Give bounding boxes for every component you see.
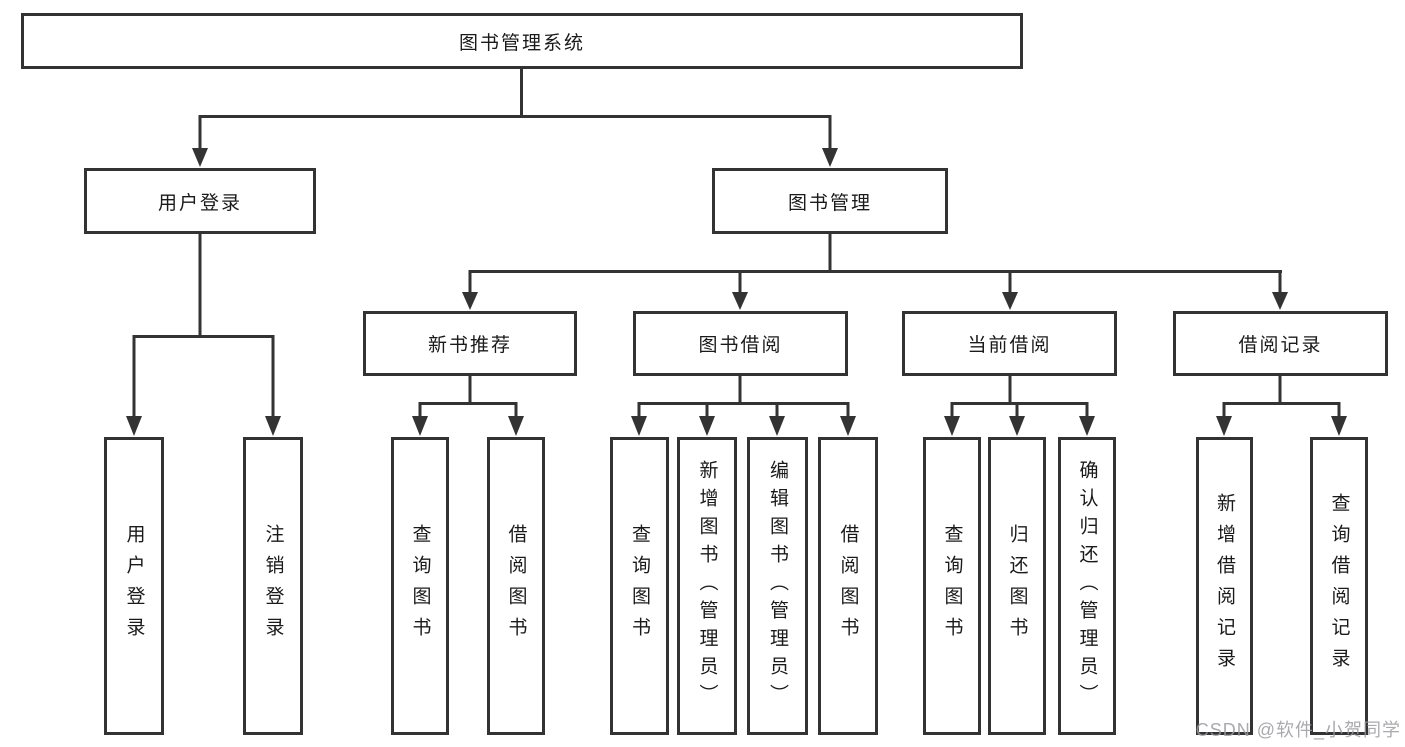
connector-book-mgmt-children — [468, 234, 1282, 294]
arrowheads-level3 — [462, 292, 1288, 310]
node-leaf-query-book-rec: 查询图书 — [391, 437, 449, 735]
connector-root-to-level2 — [198, 69, 832, 150]
node-leaf-return-book: 归还图书 — [988, 437, 1046, 735]
connector-user-login-children — [132, 234, 275, 419]
node-user-login: 用户登录 — [84, 168, 316, 234]
node-book-mgmt: 图书管理 — [712, 168, 948, 234]
node-leaf-confirm-return: 确认归还（管理员） — [1058, 437, 1116, 735]
connector-current-borrow-children — [950, 376, 1089, 419]
node-leaf-borrow-book-borrow: 借阅图书 — [818, 437, 878, 735]
arrowheads-user-login-children — [126, 416, 281, 436]
node-leaf-query-book-current: 查询图书 — [923, 437, 981, 735]
node-leaf-edit-book: 编辑图书（管理员） — [747, 437, 808, 735]
node-leaf-user-login: 用户登录 — [104, 437, 164, 735]
connector-new-book-rec-children — [418, 376, 518, 419]
arrowheads-borrow-record-children — [1216, 416, 1347, 436]
arrowheads-book-borrow-children — [631, 416, 856, 436]
arrowheads-current-borrow-children — [944, 416, 1095, 436]
arrowheads-level2 — [192, 148, 838, 167]
node-leaf-add-borrow-record: 新增借阅记录 — [1196, 437, 1253, 735]
node-root: 图书管理系统 — [21, 13, 1023, 69]
node-current-borrow: 当前借阅 — [902, 311, 1117, 376]
node-book-borrow: 图书借阅 — [633, 311, 848, 376]
csdn-watermark: CSDN @软件_小贺同学 — [1195, 720, 1401, 740]
node-leaf-query-book-borrow: 查询图书 — [610, 437, 669, 735]
arrowheads-new-book-rec-children — [412, 416, 524, 436]
node-leaf-query-borrow-record: 查询借阅记录 — [1310, 437, 1368, 735]
node-borrow-record: 借阅记录 — [1173, 311, 1388, 376]
connector-book-borrow-children — [637, 376, 850, 419]
node-leaf-logout: 注销登录 — [243, 437, 303, 735]
node-leaf-add-book: 新增图书（管理员） — [677, 437, 737, 735]
connector-borrow-record-children — [1222, 376, 1341, 419]
node-leaf-borrow-book-rec: 借阅图书 — [487, 437, 545, 735]
node-new-book-rec: 新书推荐 — [363, 311, 577, 376]
